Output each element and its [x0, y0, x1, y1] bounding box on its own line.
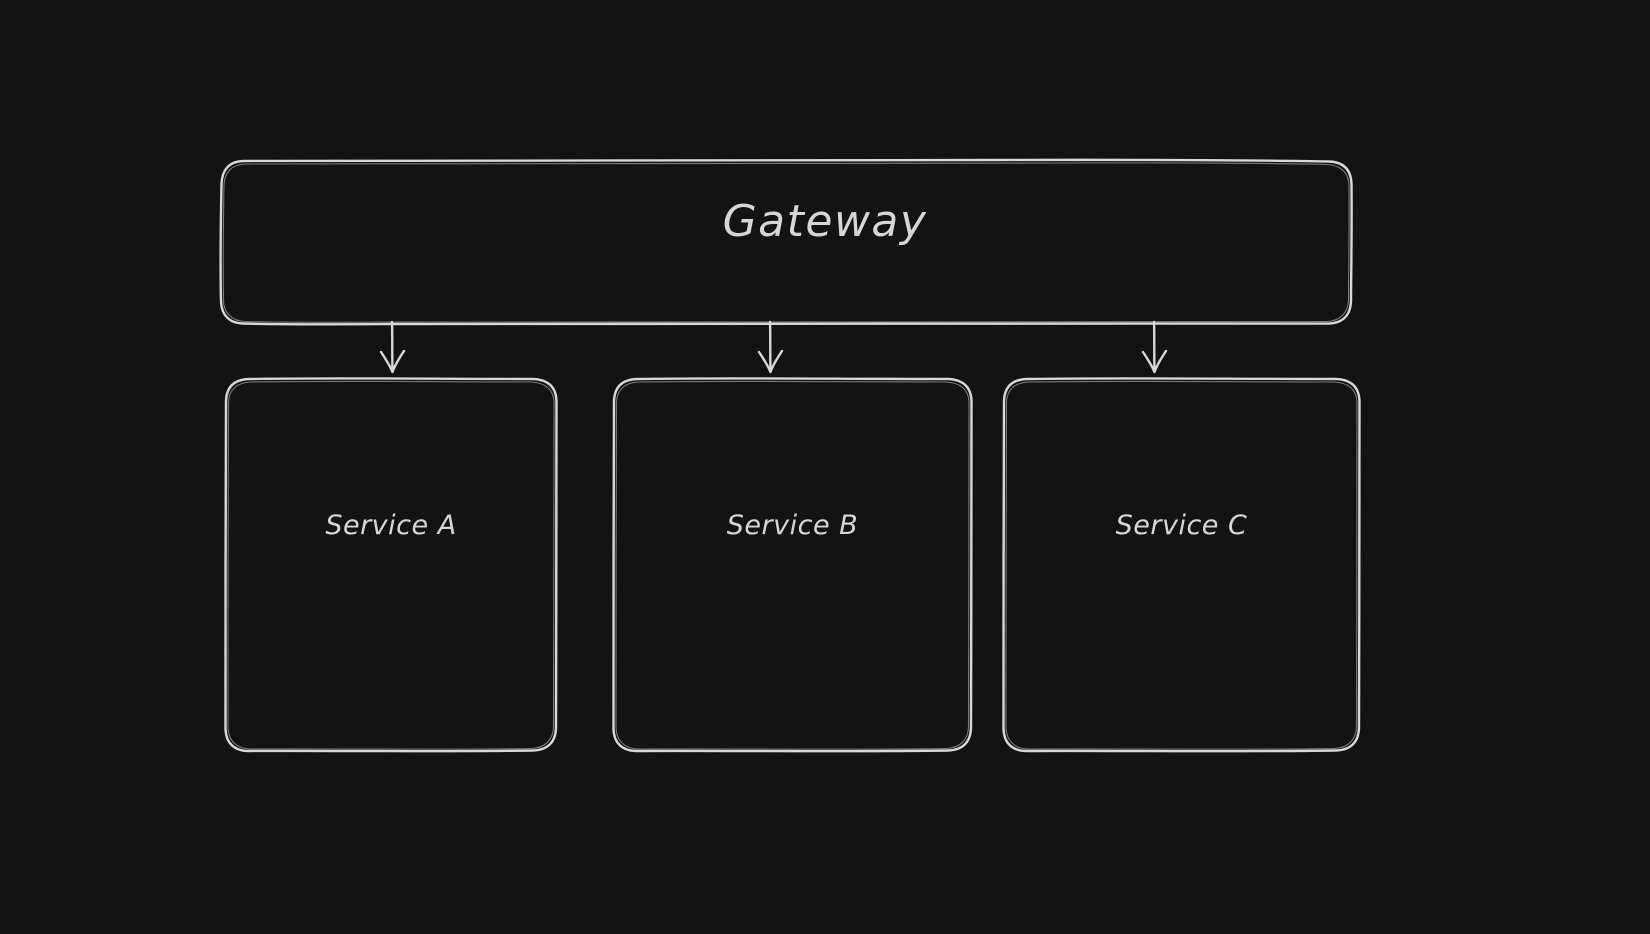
edge-gateway-to-service-a[interactable] — [379, 320, 406, 374]
edge-gateway-to-service-a-arrowhead — [379, 349, 406, 374]
service-a-node-shape[interactable] — [224, 377, 558, 753]
edge-gateway-to-service-b-arrowhead — [757, 349, 784, 374]
edge-gateway-to-service-c-arrowhead — [1141, 349, 1168, 374]
edge-gateway-to-service-b[interactable] — [757, 320, 784, 374]
service-c-node-shape[interactable] — [1002, 377, 1361, 753]
service-b-outline-stroke-1 — [612, 377, 973, 753]
service-a-outline-stroke-1 — [224, 377, 558, 753]
edge-gateway-to-service-b-line — [768, 320, 772, 373]
gateway-outline-stroke-2 — [222, 162, 1350, 323]
gateway-node-shape[interactable] — [219, 158, 1353, 326]
edge-gateway-to-service-c[interactable] — [1141, 320, 1168, 374]
edge-gateway-to-service-a-line — [390, 320, 394, 373]
edge-gateway-to-service-c-line — [1152, 320, 1156, 373]
service-a-outline-stroke-2 — [227, 380, 555, 750]
service-b-node-shape[interactable] — [612, 377, 973, 753]
gateway-outline-stroke-1 — [219, 158, 1353, 326]
service-b-outline-stroke-2 — [615, 380, 970, 750]
service-c-outline-stroke-1 — [1002, 377, 1361, 753]
service-c-outline-stroke-2 — [1005, 380, 1358, 750]
